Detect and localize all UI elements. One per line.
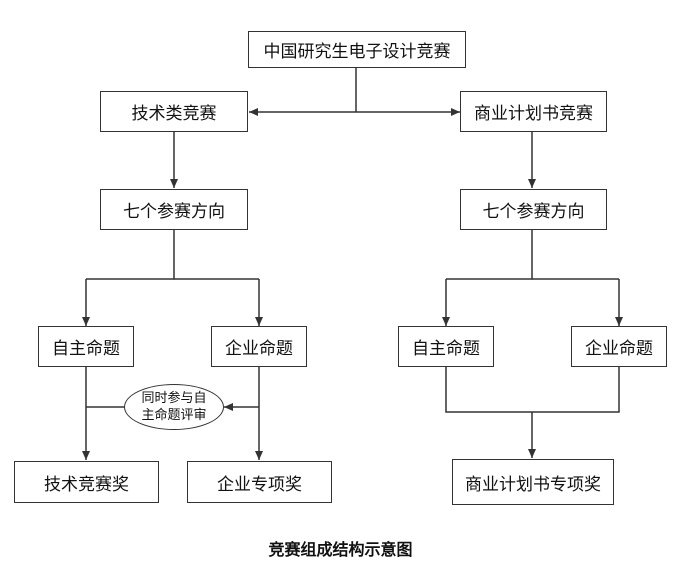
business-award-node: 商业计划书专项奖	[452, 459, 614, 505]
business-directions-split	[446, 230, 533, 280]
diagram-caption: 竞赛组成结构示意图	[268, 540, 413, 559]
joint-review-line-2: 主命题评审	[141, 408, 207, 423]
tech-directions-split	[86, 230, 175, 280]
tech-award-node: 技术竞赛奖	[14, 461, 159, 503]
business-merge	[445, 367, 620, 413]
joint-review-node: 同时参与自 主命题评审	[124, 384, 224, 430]
enterprise-award-node: 企业专项奖	[187, 461, 332, 503]
root-node: 中国研究生电子设计竞赛	[248, 31, 466, 68]
tech-directions-node: 七个参赛方向	[100, 189, 248, 230]
business-enterprise-topic-node: 企业命题	[571, 326, 667, 367]
tech-enterprise-topic-node: 企业命题	[211, 326, 307, 367]
joint-review-line-1: 同时参与自	[141, 391, 207, 406]
business-self-topic-node: 自主命题	[398, 326, 494, 367]
tech-competition-node: 技术类竞赛	[100, 91, 248, 132]
business-plan-competition-node: 商业计划书竞赛	[460, 91, 607, 132]
tech-self-topic-node: 自主命题	[38, 326, 134, 367]
business-directions-node: 七个参赛方向	[460, 189, 607, 230]
